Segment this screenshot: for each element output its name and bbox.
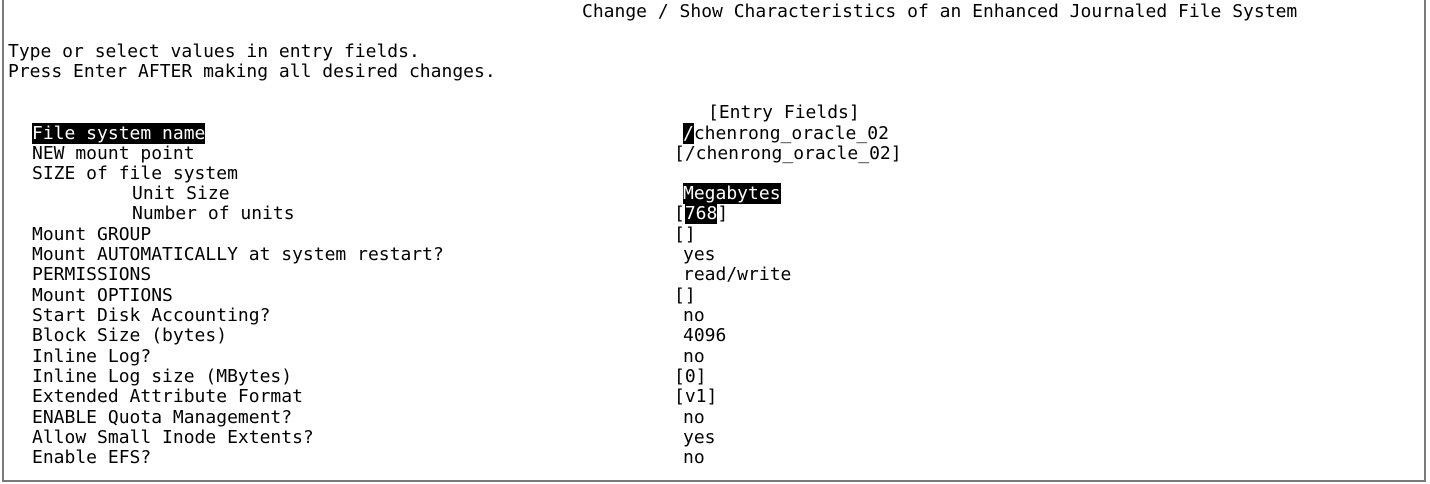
field-value-permissions[interactable]: read/write [683,264,792,285]
field-value-extended-attribute-format[interactable]: [v1] [674,386,718,407]
field-label-enable-efs: Enable EFS? [32,447,152,468]
number-of-units-selected-value: 768 [684,203,718,224]
text-cursor: / [683,123,694,144]
field-label-start-disk-accounting: Start Disk Accounting? [32,305,271,326]
field-label-mount-automatically: Mount AUTOMATICALLY at system restart? [32,244,444,265]
bracket-open: [ [674,203,685,224]
field-value-inline-log[interactable]: no [683,346,705,367]
field-value-unit-size[interactable]: Megabytes [683,183,781,204]
selected-field-label: File system name [32,123,206,144]
field-value-mount-automatically[interactable]: yes [683,244,716,265]
field-label-inline-log-size: Inline Log size (MBytes) [32,366,293,387]
unit-size-value: Megabytes [683,183,781,204]
field-value-enable-quota-management[interactable]: no [683,407,705,428]
field-label-mount-options: Mount OPTIONS [32,285,173,306]
instruction-line-1: Type or select values in entry fields. [8,41,420,62]
field-value-block-size[interactable]: 4096 [683,325,727,346]
field-value-mount-group[interactable]: [] [674,224,696,245]
field-value-number-of-units[interactable]: [768] [674,203,729,224]
field-label-file-system-name[interactable]: File system name [32,123,206,144]
field-label-permissions: PERMISSIONS [32,264,152,285]
field-label-inline-log: Inline Log? [32,346,152,367]
field-value-file-system-name[interactable]: /chenrong_oracle_02 [683,123,889,144]
field-label-number-of-units: Number of units [132,203,295,224]
field-value-enable-efs[interactable]: no [683,447,705,468]
instruction-line-2: Press Enter AFTER making all desired cha… [8,61,496,82]
bracket-close: ] [717,203,729,224]
field-label-block-size: Block Size (bytes) [32,325,228,346]
screen-title: Change / Show Characteristics of an Enha… [582,1,1298,22]
field-label-size-of-file-system: SIZE of file system [32,163,238,184]
field-label-allow-small-inode-extents: Allow Small Inode Extents? [32,427,314,448]
file-system-name-rest: chenrong_oracle_02 [693,123,889,144]
field-value-allow-small-inode-extents[interactable]: yes [683,427,716,448]
entry-fields-header: [Entry Fields] [708,102,860,123]
field-value-mount-options[interactable]: [] [674,285,696,306]
field-label-extended-attribute-format: Extended Attribute Format [32,386,303,407]
field-label-mount-group: Mount GROUP [32,224,152,245]
field-value-inline-log-size[interactable]: [0] [674,366,707,387]
field-label-new-mount-point: NEW mount point [32,143,195,164]
field-value-new-mount-point[interactable]: [/chenrong_oracle_02] [674,143,902,164]
field-label-enable-quota-management: ENABLE Quota Management? [32,407,293,428]
field-value-start-disk-accounting[interactable]: no [683,305,705,326]
field-label-unit-size: Unit Size [132,183,230,204]
